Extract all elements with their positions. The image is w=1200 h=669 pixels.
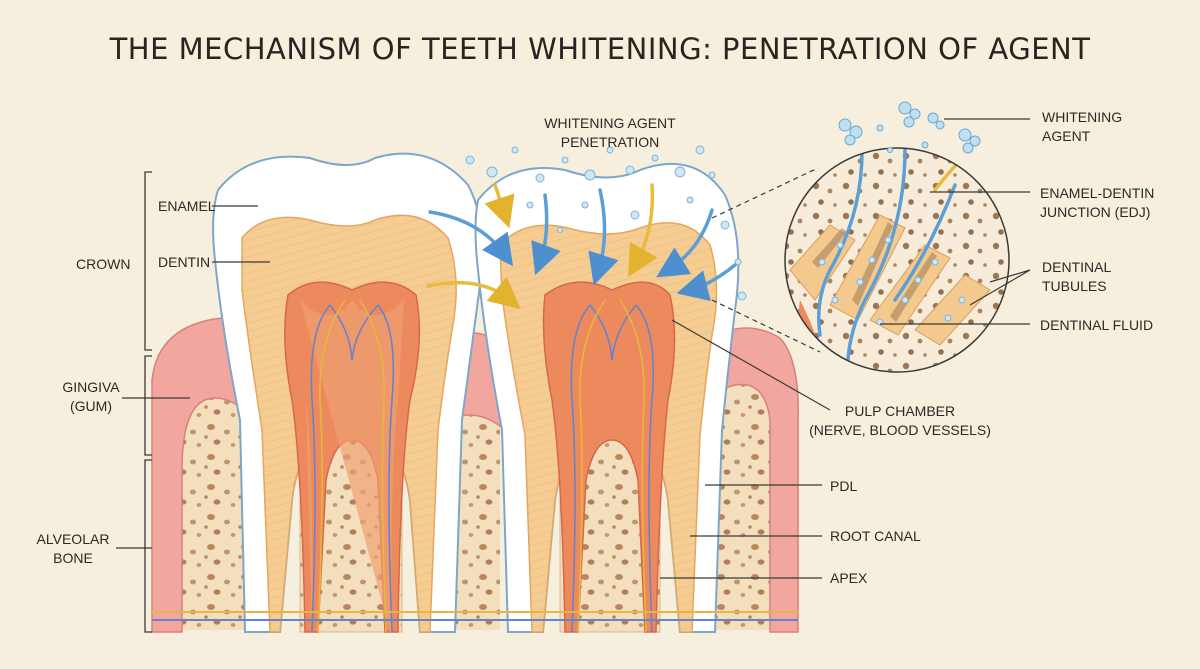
label-apex: APEX bbox=[830, 570, 868, 586]
label-pulp-chamber: PULP CHAMBER(NERVE, BLOOD VESSELS) bbox=[809, 403, 991, 438]
left-tooth bbox=[212, 152, 484, 633]
right-tooth bbox=[474, 162, 740, 633]
label-dentinal-fluid: DENTINAL FLUID bbox=[1040, 317, 1154, 333]
label-enamel: ENAMEL bbox=[158, 198, 216, 214]
zoom-connector bbox=[711, 167, 821, 353]
penetration-arrows bbox=[426, 183, 737, 309]
nerve-vessel-base bbox=[152, 611, 798, 621]
label-root-canal: ROOT CANAL bbox=[830, 528, 921, 544]
leader-lines bbox=[116, 118, 1031, 579]
label-crown: CROWN bbox=[76, 256, 131, 272]
label-pdl: PDL bbox=[830, 478, 858, 494]
page-title: THE MECHANISM OF TEETH WHITENING: PENETR… bbox=[109, 32, 1091, 66]
label-gingiva: GINGIVA(GUM) bbox=[62, 379, 120, 414]
magnified-view bbox=[784, 147, 1010, 373]
agent-molecules bbox=[838, 101, 981, 154]
label-dentin: DENTIN bbox=[158, 254, 211, 270]
region-brackets bbox=[144, 171, 152, 633]
whitening-agent-bubbles bbox=[465, 145, 747, 301]
